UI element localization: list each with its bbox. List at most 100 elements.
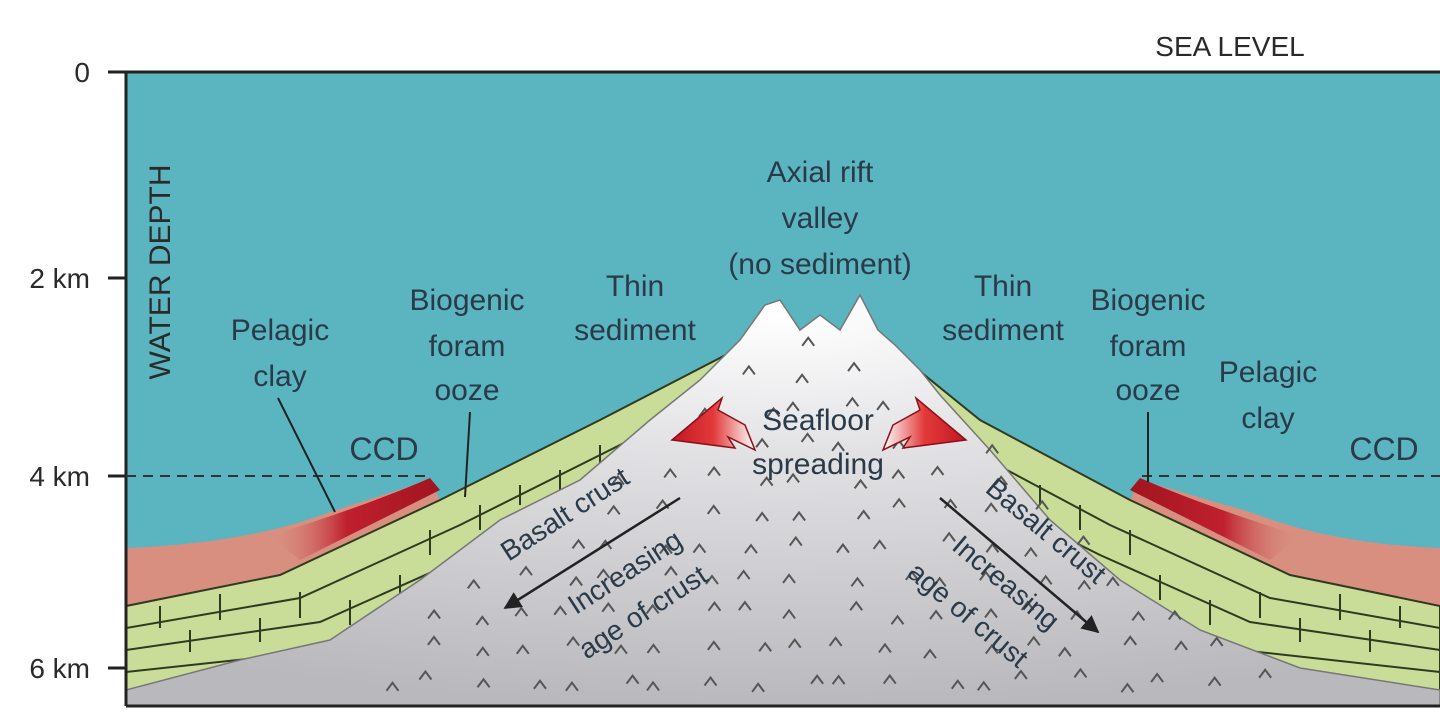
crust-texture-mark <box>985 643 999 655</box>
biogenic-left-line3: ooze <box>434 374 499 407</box>
crust-texture-mark <box>831 674 846 685</box>
crust-texture-mark <box>614 644 628 655</box>
crust-texture-mark <box>1168 609 1182 621</box>
crust-texture-mark <box>1150 672 1164 683</box>
biogenic-left-line1: Biogenic <box>409 284 524 317</box>
crust-texture-mark <box>427 635 441 646</box>
crust-texture-mark <box>1123 635 1138 646</box>
crust-texture-mark <box>801 336 816 347</box>
axis-title: WATER DEPTH <box>144 165 177 380</box>
crust-texture-mark <box>882 673 897 685</box>
crust-texture-mark <box>606 504 621 515</box>
crust-texture-mark <box>571 538 586 549</box>
crust-texture-mark <box>1106 576 1120 587</box>
crust-texture-mark <box>1073 667 1088 678</box>
crust-texture-mark <box>751 682 765 693</box>
pelagic-clay-leader-left <box>277 397 336 513</box>
rift-label-line2: valley <box>782 202 859 235</box>
crust-texture-mark <box>707 640 721 651</box>
crust-texture-mark <box>905 570 919 581</box>
crust-texture-mark <box>755 511 769 522</box>
crust-texture-mark <box>985 542 1000 553</box>
crust-texture-mark <box>385 681 400 692</box>
crust-texture-mark <box>782 573 796 584</box>
crust-texture-mark <box>1120 682 1135 693</box>
crust-texture-mark <box>1258 668 1272 679</box>
crust-texture-mark <box>788 535 803 547</box>
crust-texture-mark <box>787 638 802 649</box>
crust-texture-mark <box>611 474 625 486</box>
crust-texture-mark <box>930 465 945 476</box>
crust-texture-mark <box>786 472 800 483</box>
crust-texture-mark <box>878 642 892 654</box>
pelagic-left-line1: Pelagic <box>231 314 329 347</box>
crust-texture-mark <box>466 578 481 590</box>
crust-texture-mark <box>596 568 611 579</box>
crust-texture-mark <box>1020 600 1035 611</box>
crust-texture-mark <box>646 680 660 692</box>
crust-texture-mark <box>553 605 568 616</box>
crust-texture-mark <box>625 674 640 685</box>
crust-texture-mark <box>1076 534 1091 546</box>
crust-texture-mark <box>645 603 660 615</box>
crust-texture-mark <box>744 543 758 554</box>
ccd-wedge-right <box>1130 478 1300 560</box>
spreading-label-line2: spreading <box>752 448 884 481</box>
crust-texture-mark <box>1174 640 1188 651</box>
crust-texture-mark <box>646 643 661 654</box>
crust-texture-mark <box>853 478 868 489</box>
rift-label-line3: (no sediment) <box>728 248 911 281</box>
biogenic-leader-left <box>464 411 471 498</box>
crust-texture-mark <box>850 576 865 587</box>
thin-sediment-right-line1: Thin <box>974 270 1032 303</box>
crust-texture-mark <box>475 615 490 626</box>
crust-texture-mark <box>515 644 530 655</box>
crust-texture-mark <box>943 498 958 509</box>
crust-texture-mark <box>1131 610 1146 622</box>
crust-texture-mark <box>942 531 956 542</box>
ccd-label-left: CCD <box>349 431 418 467</box>
spreading-arrow-left <box>670 395 757 452</box>
thin-sediment-left-line2: sediment <box>574 314 696 347</box>
crust-texture-mark <box>792 510 806 522</box>
tick-label-4km: 4 km <box>29 461 90 492</box>
crust-texture-mark <box>831 441 845 452</box>
biogenic-right-line3: ooze <box>1115 374 1180 407</box>
crust-texture-mark <box>950 679 965 690</box>
crust-texture-mark <box>706 504 721 515</box>
crust-texture-mark <box>876 400 890 411</box>
rift-label-line1: Axial rift <box>767 156 874 189</box>
crust-texture-mark <box>892 497 906 508</box>
crust-texture-mark <box>1058 646 1072 657</box>
crust-texture-mark <box>742 364 756 376</box>
crust-texture-mark <box>782 608 796 620</box>
ccd-wedge-left <box>270 478 440 560</box>
crust-texture-mark <box>707 465 721 477</box>
biogenic-right-line2: foram <box>1110 330 1187 363</box>
crust-texture-mark <box>418 669 433 681</box>
crust-texture-mark <box>519 565 533 576</box>
crust-texture-mark <box>705 574 719 585</box>
pelagic-right-line1: Pelagic <box>1219 356 1317 389</box>
crust-texture-mark <box>828 636 843 647</box>
crust-texture-mark <box>985 443 999 454</box>
tick-label-2km: 2 km <box>29 263 90 294</box>
crust-texture-mark <box>890 614 905 625</box>
crust-texture-mark <box>692 542 707 554</box>
crust-texture-mark <box>979 570 993 581</box>
crust-texture-mark <box>758 641 772 652</box>
ccd-label-right: CCD <box>1349 431 1418 467</box>
crust-texture-mark <box>984 502 998 513</box>
biogenic-left-line2: foram <box>429 330 506 363</box>
crust-texture-mark <box>984 607 998 619</box>
spreading-arrow-right <box>881 395 968 452</box>
age-arrow-right <box>939 497 1100 634</box>
crust-texture-mark <box>786 401 800 412</box>
crust-texture-mark <box>836 542 850 554</box>
crust-texture-mark <box>1035 499 1049 510</box>
crust-texture-mark <box>1209 636 1224 647</box>
sea-level-label: SEA LEVEL <box>1155 31 1304 62</box>
crust-texture-mark <box>1038 574 1053 585</box>
crust-texture-mark <box>664 565 678 576</box>
